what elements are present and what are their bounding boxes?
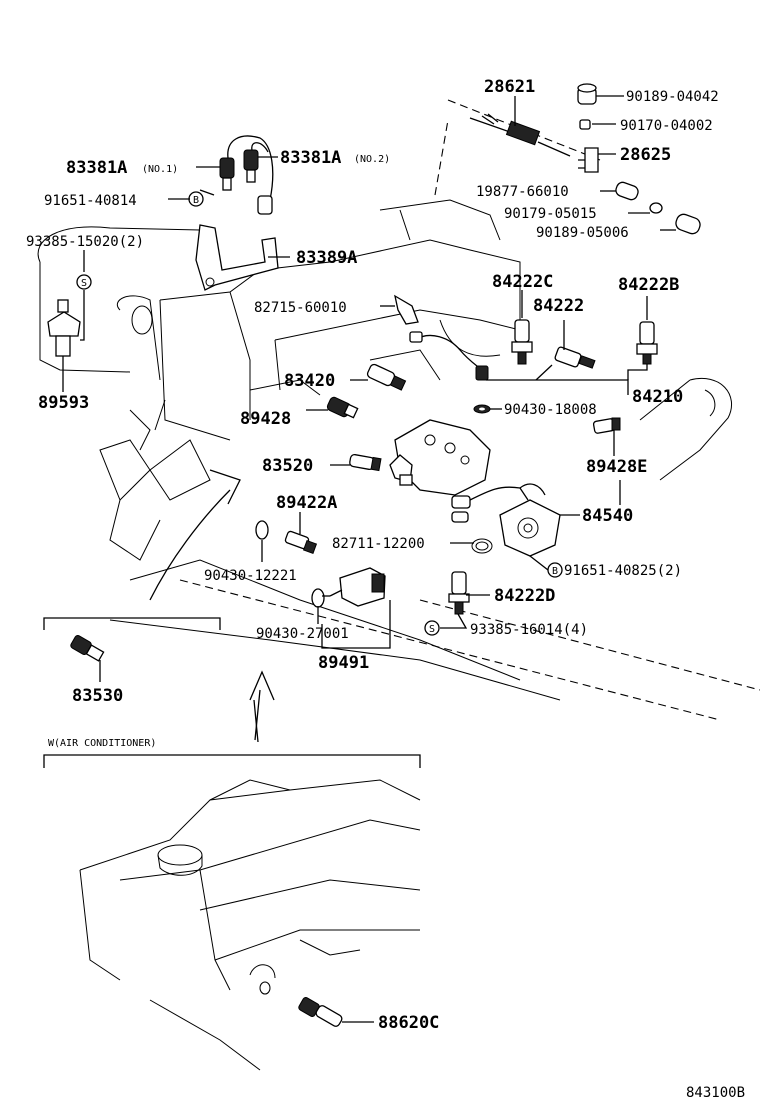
svg-text:B: B: [193, 195, 199, 206]
part-84540-switch: [451, 483, 561, 557]
label-84222c: 84222C: [492, 272, 553, 292]
engine-outline: [37, 99, 760, 721]
label-83381a-no1-note: (NO.1): [142, 164, 178, 175]
label-83520: 83520: [262, 456, 313, 476]
label-83381a-no1: 83381A: [66, 158, 127, 178]
label-90189-05006: 90189-05006: [536, 225, 629, 241]
label-82711-12200: 82711-12200: [332, 536, 425, 552]
part-90430-27001-washer: [311, 588, 325, 608]
part-82715-60010: [394, 294, 419, 325]
bolt-marker-2: B: [547, 562, 563, 578]
part-28625-bracket: [578, 147, 599, 173]
part-91651-40814-bolt: [199, 189, 215, 196]
label-90430-12221: 90430-12221: [204, 568, 297, 584]
leader-lines: [62, 95, 676, 1023]
label-89428e: 89428E: [586, 457, 647, 477]
label-84540: 84540: [582, 506, 633, 526]
label-84210: 84210: [632, 387, 683, 407]
label-89491: 89491: [318, 653, 369, 673]
part-83520-switch: [349, 453, 382, 472]
label-19877-66010: 19877-66010: [476, 184, 569, 200]
w-bracket-box: [43, 617, 221, 630]
label-83381a-no2-note: (NO.2): [354, 154, 390, 165]
screw-marker-2: S: [424, 620, 440, 636]
svg-text:B: B: [552, 566, 558, 577]
engine-outline-lower: [79, 779, 421, 1071]
label-88620c: 88620C: [378, 1013, 439, 1033]
part-89491-sensor: [329, 567, 386, 607]
label-90170-04002: 90170-04002: [620, 118, 713, 134]
part-90170-04002-nut: [579, 119, 591, 130]
part-90430-12221-washer: [255, 520, 269, 540]
label-84222d: 84222D: [494, 586, 555, 606]
label-89422a: 89422A: [276, 493, 337, 513]
injection-pump: [389, 419, 491, 496]
part-90179-05015: [649, 202, 663, 214]
part-83530-switch: [70, 635, 105, 662]
part-90189-04042-cap: [577, 83, 597, 105]
label-28625: 28625: [620, 145, 671, 165]
bolt-marker-1: B: [188, 191, 204, 207]
part-90430-18008-washer: [473, 404, 491, 414]
label-83420: 83420: [284, 371, 335, 391]
part-88620c-switch: [298, 997, 343, 1027]
label-83530: 83530: [72, 686, 123, 706]
svg-text:S: S: [81, 278, 87, 289]
part-83389a-bracket: [195, 224, 279, 291]
label-93385-15020: 93385-15020(2): [26, 234, 144, 250]
part-89593-sensor: [47, 299, 81, 375]
part-84210-harness: [409, 331, 489, 381]
part-89428e-sensor: [592, 417, 621, 434]
flow-arrows: [149, 469, 275, 743]
part-89422a-sensor: [284, 530, 318, 555]
air-conditioner-bracket: [43, 754, 421, 768]
part-89428-sensor: [326, 396, 359, 419]
part-28621-rod: [469, 113, 571, 157]
label-89593: 89593: [38, 393, 89, 413]
part-83381a-sensors: [219, 135, 274, 215]
label-84222b: 84222B: [618, 275, 679, 295]
part-84222c-switch: [511, 319, 533, 365]
label-90430-18008: 90430-18008: [504, 402, 597, 418]
diagram-id: 843100B: [686, 1085, 745, 1101]
part-82711-12200-clamp: [471, 538, 493, 554]
part-83420-sender: [366, 363, 407, 391]
label-91651-40825: 91651-40825(2): [564, 563, 682, 579]
svg-text:S: S: [429, 624, 435, 635]
label-90179-05015: 90179-05015: [504, 206, 597, 222]
label-90189-04042: 90189-04042: [626, 89, 719, 105]
part-19877-66010: [615, 181, 639, 201]
part-84222-switch: [554, 346, 596, 369]
label-90430-27001: 90430-27001: [256, 626, 349, 642]
label-89428: 89428: [240, 409, 291, 429]
part-84222d-switch: [448, 571, 470, 615]
label-91651-40814: 91651-40814: [44, 193, 137, 209]
screw-marker-1: S: [76, 274, 92, 290]
label-83389a: 83389A: [296, 248, 357, 268]
label-w-air-conditioner: W(AIR CONDITIONER): [48, 738, 156, 749]
part-84222b-switch: [636, 321, 658, 365]
part-90189-05006: [675, 213, 701, 235]
label-82715-60010: 82715-60010: [254, 300, 347, 316]
label-93385-16014: 93385-16014(4): [470, 622, 588, 638]
label-83381a-no2: 83381A: [280, 148, 341, 168]
label-28621: 28621: [484, 77, 535, 97]
label-84222: 84222: [533, 296, 584, 316]
